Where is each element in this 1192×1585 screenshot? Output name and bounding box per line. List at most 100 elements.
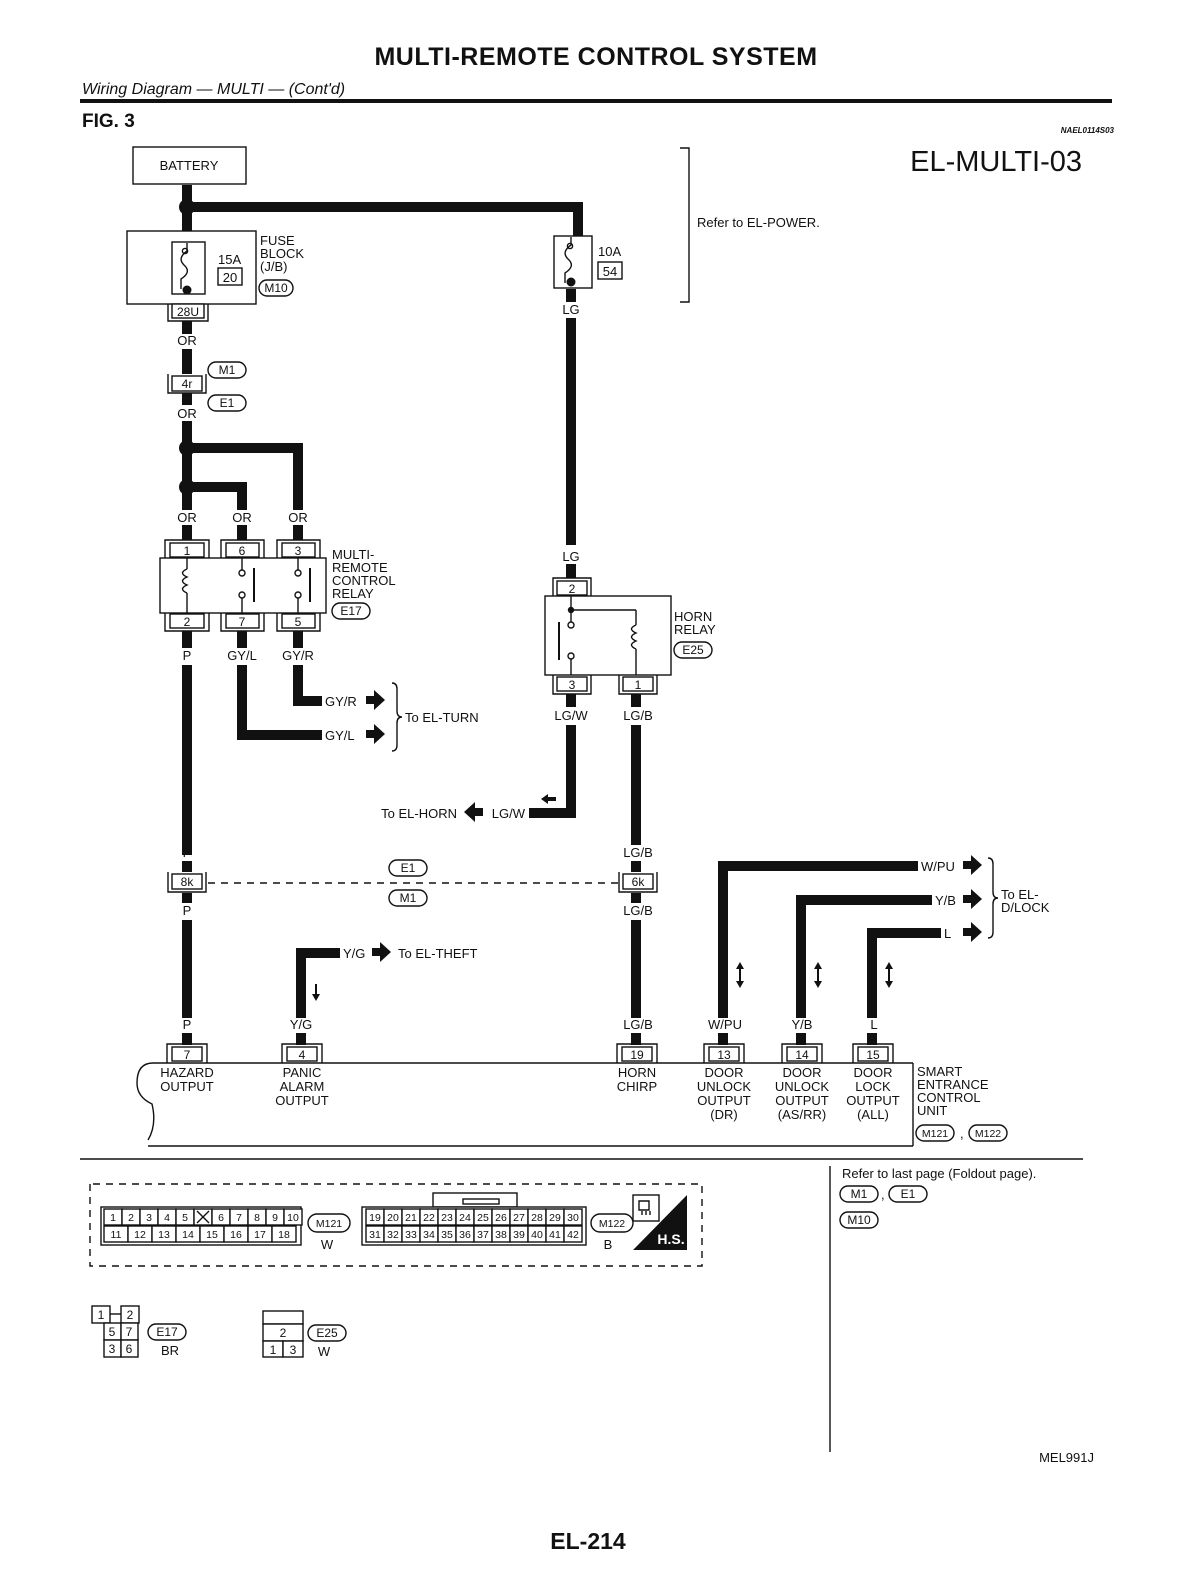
svg-text:(DR): (DR) — [710, 1107, 737, 1122]
cavity-number: 2 — [128, 1212, 134, 1224]
svg-text:3: 3 — [290, 1343, 297, 1357]
battery-label: BATTERY — [160, 158, 219, 173]
m121-cavity — [271, 1225, 297, 1243]
wire-or-1: OR — [177, 333, 197, 348]
cavity-number: 28 — [531, 1212, 543, 1224]
cavity-number: 23 — [441, 1212, 453, 1224]
cavity-number: 31 — [369, 1229, 381, 1241]
dest-el-dlock-2: D/LOCK — [1001, 900, 1050, 915]
svg-text:OUTPUT: OUTPUT — [697, 1093, 751, 1108]
cavity-number: 38 — [495, 1229, 507, 1241]
svg-text:E1: E1 — [220, 396, 235, 410]
svg-text:3: 3 — [109, 1342, 116, 1356]
wire-lgw-2: LG/W — [492, 806, 526, 821]
relay-multi-title-1: MULTI- — [332, 547, 374, 562]
joint-connector-4r: 4r M1 E1 — [167, 361, 247, 412]
cavity-number: 4 — [164, 1212, 170, 1224]
cavity-number: 30 — [567, 1212, 579, 1224]
svg-text:13: 13 — [717, 1048, 731, 1062]
refer-foldout-text: Refer to last page (Foldout page). — [842, 1166, 1036, 1181]
svg-text:OUTPUT: OUTPUT — [160, 1079, 214, 1094]
bidirectional-arrows — [736, 962, 893, 988]
svg-text:OUTPUT: OUTPUT — [275, 1093, 329, 1108]
svg-text:28U: 28U — [177, 305, 199, 319]
control-unit-connector-1: M121 — [922, 1128, 948, 1140]
wire-gyr-1: GY/R — [282, 648, 314, 663]
wire-wpu-2: W/PU — [708, 1017, 742, 1032]
svg-text:(ALL): (ALL) — [857, 1107, 889, 1122]
svg-text:M1: M1 — [219, 363, 236, 377]
refer-power-text: Refer to EL-POWER. — [697, 215, 820, 230]
arrow-dlock-l — [963, 922, 982, 942]
cavity-number: 14 — [182, 1229, 194, 1241]
svg-text:DOOR: DOOR — [854, 1065, 893, 1080]
svg-text:DOOR: DOOR — [783, 1065, 822, 1080]
cavity-number: 1 — [110, 1212, 116, 1224]
svg-text:2: 2 — [280, 1326, 287, 1340]
diagram-code: EL-MULTI-03 — [910, 146, 1082, 178]
cavity-number: 8 — [254, 1212, 260, 1224]
svg-text:DOOR: DOOR — [705, 1065, 744, 1080]
wire-or-4: OR — [232, 510, 252, 525]
cavity-number: 7 — [236, 1212, 242, 1224]
svg-text:1: 1 — [184, 544, 191, 558]
blank-cavity-mark — [196, 1210, 210, 1224]
wire-p-3: P — [183, 903, 192, 918]
pin-28u: 28U — [167, 303, 209, 322]
svg-text:E17: E17 — [156, 1325, 178, 1339]
svg-text:8k: 8k — [181, 875, 195, 889]
wire-gyr-2: GY/R — [325, 694, 357, 709]
cavity-number: 12 — [134, 1229, 146, 1241]
fuse2-number: 54 — [603, 264, 617, 279]
power-bracket: Refer to EL-POWER. — [680, 147, 820, 303]
page-number: EL-214 — [550, 1528, 626, 1554]
svg-text:7: 7 — [239, 615, 246, 629]
cavity-number: 18 — [278, 1229, 290, 1241]
wire-or-3: OR — [177, 510, 197, 525]
fuse-block-title-2: BLOCK — [260, 246, 304, 261]
cavity-number: 41 — [549, 1229, 561, 1241]
control-unit-title-3: CONTROL — [917, 1090, 981, 1105]
svg-text:BR: BR — [161, 1343, 179, 1358]
cavity-number: 5 — [182, 1212, 188, 1224]
svg-text:E25: E25 — [316, 1326, 338, 1340]
multi-remote-control-relay: 1 6 3 2 7 5 MULTI- REMOTE CONT — [159, 539, 396, 632]
foldout-connector-m10: M10 — [847, 1213, 871, 1227]
wire-yb-2: Y/B — [792, 1017, 813, 1032]
connector-tag-m10 — [258, 279, 294, 297]
control-unit-title-2: ENTRANCE — [917, 1077, 989, 1092]
svg-text:LOCK: LOCK — [855, 1079, 891, 1094]
svg-text:6: 6 — [239, 544, 246, 558]
dest-el-horn: To EL-HORN — [381, 806, 457, 821]
svg-text:ALARM: ALARM — [280, 1079, 325, 1094]
svg-text:2: 2 — [569, 582, 576, 596]
svg-text:2: 2 — [127, 1308, 134, 1322]
cavity-number: 22 — [423, 1212, 435, 1224]
wire-or-2: OR — [177, 406, 197, 421]
arrow-turn-gyr — [366, 690, 385, 710]
arrow-lgw-small — [541, 794, 556, 804]
relay-multi-title-3: CONTROL — [332, 573, 396, 588]
connector-view-e17: 1 2 5 7 3 6 E17 BR — [91, 1305, 187, 1358]
wire-lgw-1: LG/W — [554, 708, 588, 723]
cavity-number: 9 — [272, 1212, 278, 1224]
fuse1-number: 20 — [223, 270, 237, 285]
cavity-number: 40 — [531, 1229, 543, 1241]
control-unit-connector-2: M122 — [975, 1128, 1001, 1140]
figure-label: FIG. 3 — [82, 111, 135, 132]
svg-text:5: 5 — [295, 615, 302, 629]
fuse1-amp: 15A — [218, 252, 241, 267]
m121-cavity — [283, 1208, 303, 1226]
arrow-dlock-yb — [963, 889, 982, 909]
cavity-number: 3 — [146, 1212, 152, 1224]
connector-view-e25: 2 1 3 E25 W — [262, 1310, 347, 1359]
svg-text:1: 1 — [635, 678, 642, 692]
relay-multi-connector: E17 — [340, 604, 362, 618]
svg-text:CHIRP: CHIRP — [617, 1079, 657, 1094]
arrow-el-horn — [464, 802, 483, 822]
relay-horn-title-1: HORN — [674, 609, 712, 624]
wire-yg-1: Y/G — [343, 946, 365, 961]
dest-el-dlock-1: To EL- — [1001, 887, 1039, 902]
